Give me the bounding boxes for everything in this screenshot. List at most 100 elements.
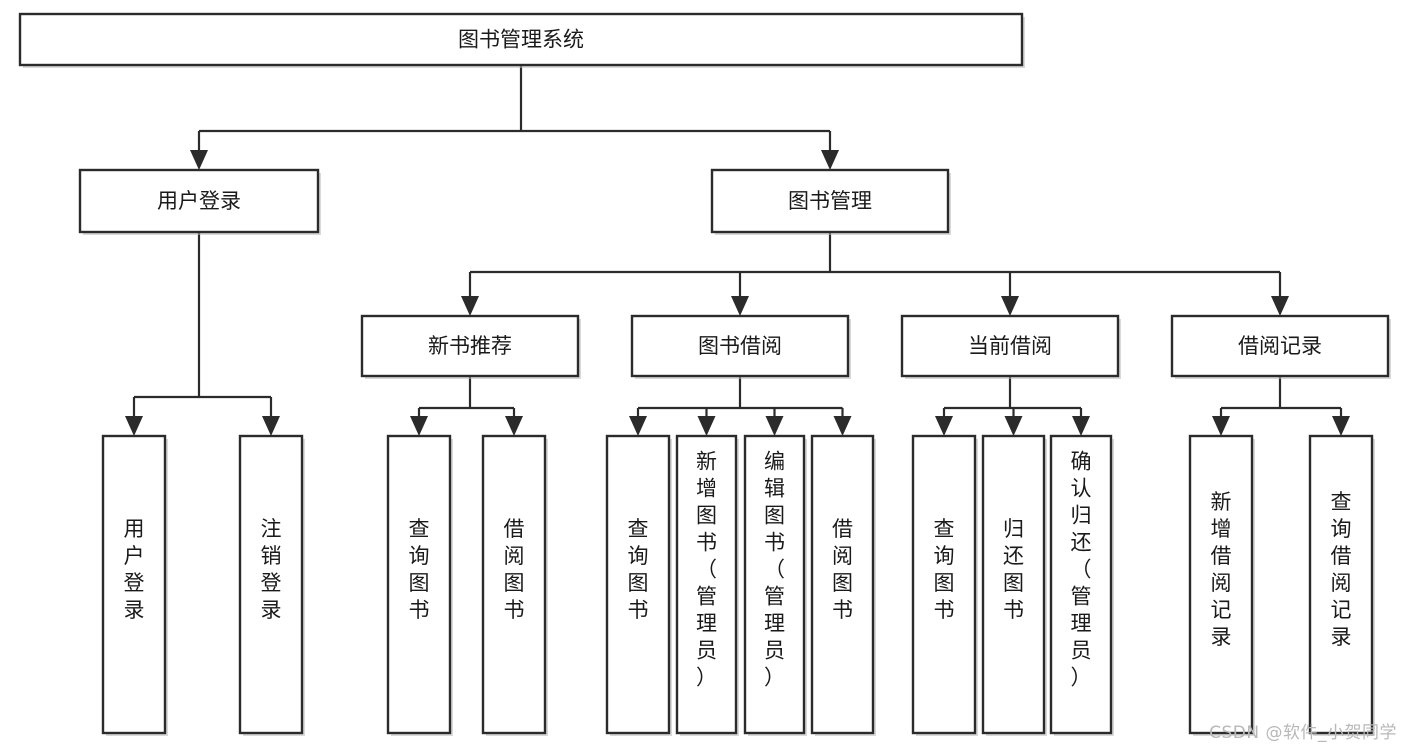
node-label-char: 员	[696, 639, 717, 663]
node-label-char: 理	[1071, 612, 1092, 636]
arrow-head-icon	[1072, 416, 1090, 436]
node-label-char: ）	[696, 666, 717, 690]
node-label-char: 认	[1071, 477, 1092, 501]
node-label-char: 借	[1331, 544, 1352, 568]
node-label-char: 查	[409, 517, 430, 541]
node-rect[interactable]	[481, 434, 547, 735]
node-label-char: 借	[832, 517, 853, 541]
node-l3-current-borrow[interactable]: 当前借阅	[900, 314, 1121, 379]
node-l3-borrow-record[interactable]: 借阅记录	[1170, 314, 1391, 379]
node-label-char: 理	[696, 612, 717, 636]
node-rect[interactable]	[238, 434, 304, 735]
node-label-char: 查	[628, 517, 649, 541]
node-label-char: 登	[261, 571, 282, 595]
arrow-head-icon	[1271, 296, 1289, 316]
node-label-char: 增	[696, 477, 717, 501]
node-label-char: （	[696, 558, 717, 582]
node-label-char: 图	[832, 571, 853, 595]
node-label-char: 记	[1211, 598, 1232, 622]
arrow-head-icon	[125, 416, 143, 436]
node-label-char: 图	[934, 571, 955, 595]
node-label-char: （	[764, 558, 785, 582]
node-leaf-user-login[interactable]: 用户登录	[101, 434, 168, 736]
node-label-char: （	[1071, 558, 1092, 582]
node-label-char: 借	[1211, 544, 1232, 568]
node-rect[interactable]	[1049, 434, 1113, 735]
node-label-char: 书	[1003, 598, 1024, 622]
node-l2-user-login[interactable]: 用户登录	[78, 168, 321, 235]
node-label-char: 询	[1331, 517, 1352, 541]
node-rect[interactable]	[78, 168, 320, 234]
node-label-char: 录	[261, 598, 282, 622]
node-label-char: 管	[764, 585, 785, 609]
node-label-char: 还	[1003, 544, 1024, 568]
node-root[interactable]: 图书管理系统	[18, 12, 1025, 68]
node-rect[interactable]	[710, 168, 950, 234]
node-label-char: 借	[504, 517, 525, 541]
node-label: 图书借阅	[698, 334, 782, 358]
node-l2-book-manage[interactable]: 图书管理	[710, 168, 951, 235]
node-label: 图书管理系统	[458, 28, 584, 52]
node-l3-book-borrow[interactable]: 图书借阅	[630, 314, 851, 379]
node-rect[interactable]	[360, 314, 580, 378]
node-rect[interactable]	[605, 434, 671, 735]
node-rect[interactable]	[1188, 434, 1254, 735]
node-label-char: 员	[764, 639, 785, 663]
node-label-char: 查	[934, 517, 955, 541]
node-label-char: 询	[628, 544, 649, 568]
node-label-char: 归	[1071, 504, 1092, 528]
node-label-char: 图	[764, 504, 785, 528]
node-rect[interactable]	[386, 434, 452, 735]
node-label-char: 录	[1331, 625, 1352, 649]
node-label-char: 图	[409, 571, 430, 595]
node-label-char: 辑	[764, 477, 785, 501]
arrow-head-icon	[697, 416, 716, 436]
node-rect[interactable]	[900, 314, 1120, 378]
arrow-head-icon	[505, 416, 523, 436]
node-rect[interactable]	[18, 12, 1024, 67]
node-rect[interactable]	[1170, 314, 1390, 378]
node-rect[interactable]	[911, 434, 977, 735]
node-label-char: 编	[764, 450, 785, 474]
node-label-char: 员	[1071, 639, 1092, 663]
node-rect[interactable]	[675, 434, 738, 735]
node-rect[interactable]	[101, 434, 167, 735]
node-rect[interactable]	[981, 434, 1046, 735]
node-label-char: 还	[1071, 531, 1092, 555]
node-label: 新书推荐	[428, 334, 512, 358]
node-rect[interactable]	[630, 314, 850, 378]
node-l3-new-book-rec[interactable]: 新书推荐	[360, 314, 581, 379]
arrow-head-icon	[821, 150, 839, 170]
node-label-char: 书	[504, 598, 525, 622]
node-label-char: 询	[934, 544, 955, 568]
node-label-char: 归	[1003, 517, 1024, 541]
node-rect[interactable]	[743, 434, 806, 735]
node-label-char: 注	[261, 517, 282, 541]
node-label-char: 书	[628, 598, 649, 622]
node-label-char: 图	[628, 571, 649, 595]
arrow-head-icon	[629, 416, 647, 436]
node-rect[interactable]	[810, 434, 875, 735]
node-label-char: 图	[696, 504, 717, 528]
node-label-char: 新	[696, 450, 717, 474]
node-label-char: 管	[696, 585, 717, 609]
node-label-char: ）	[1071, 666, 1092, 690]
node-label-char: 阅	[832, 544, 853, 568]
node-rect[interactable]	[1308, 434, 1374, 735]
node-label-char: 图	[1003, 571, 1024, 595]
node-label-char: 书	[409, 598, 430, 622]
